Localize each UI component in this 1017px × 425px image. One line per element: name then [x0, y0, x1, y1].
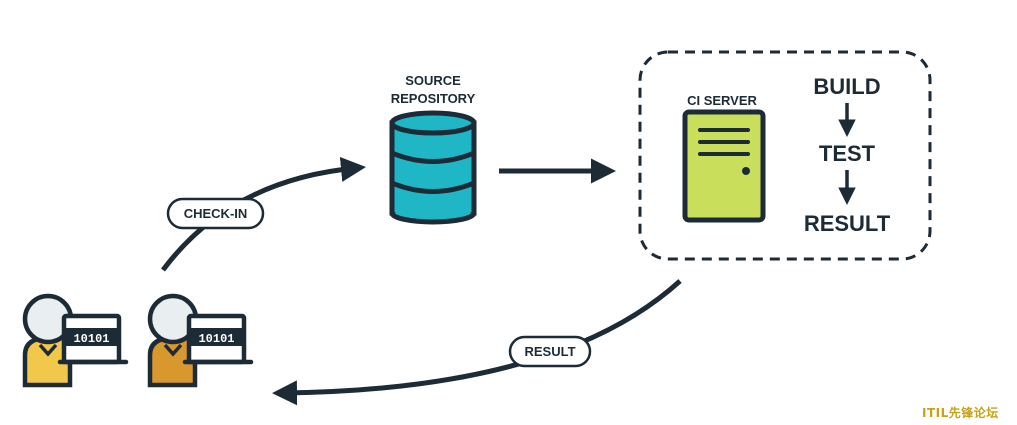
- laptop-icon-right: [182, 313, 254, 365]
- laptop-icon-left: [57, 313, 129, 365]
- laptop-code-right: 10101: [198, 332, 234, 346]
- developer-icon-right: 10101: [147, 293, 254, 388]
- server-icon: [682, 109, 766, 223]
- watermark: ITIL先锋论坛: [922, 406, 999, 420]
- test-step-label: TEST: [819, 141, 876, 166]
- result-feedback-pill: RESULT: [508, 335, 592, 368]
- source-repository-label-line1: SOURCE: [405, 73, 461, 88]
- build-step-label: BUILD: [813, 74, 880, 99]
- source-repository-label-line2: REPOSITORY: [391, 91, 476, 106]
- check-in-label: CHECK-IN: [184, 206, 248, 221]
- database-icon: [389, 110, 477, 225]
- result-feedback-arrow: [272, 279, 682, 406]
- result-step-label: RESULT: [804, 211, 891, 236]
- ci-server-label: CI SERVER: [687, 93, 757, 108]
- check-in-pill: CHECK-IN: [166, 197, 265, 230]
- laptop-code-left: 10101: [73, 332, 109, 346]
- result-feedback-label: RESULT: [524, 344, 575, 359]
- developer-icon-left: 10101: [22, 293, 129, 388]
